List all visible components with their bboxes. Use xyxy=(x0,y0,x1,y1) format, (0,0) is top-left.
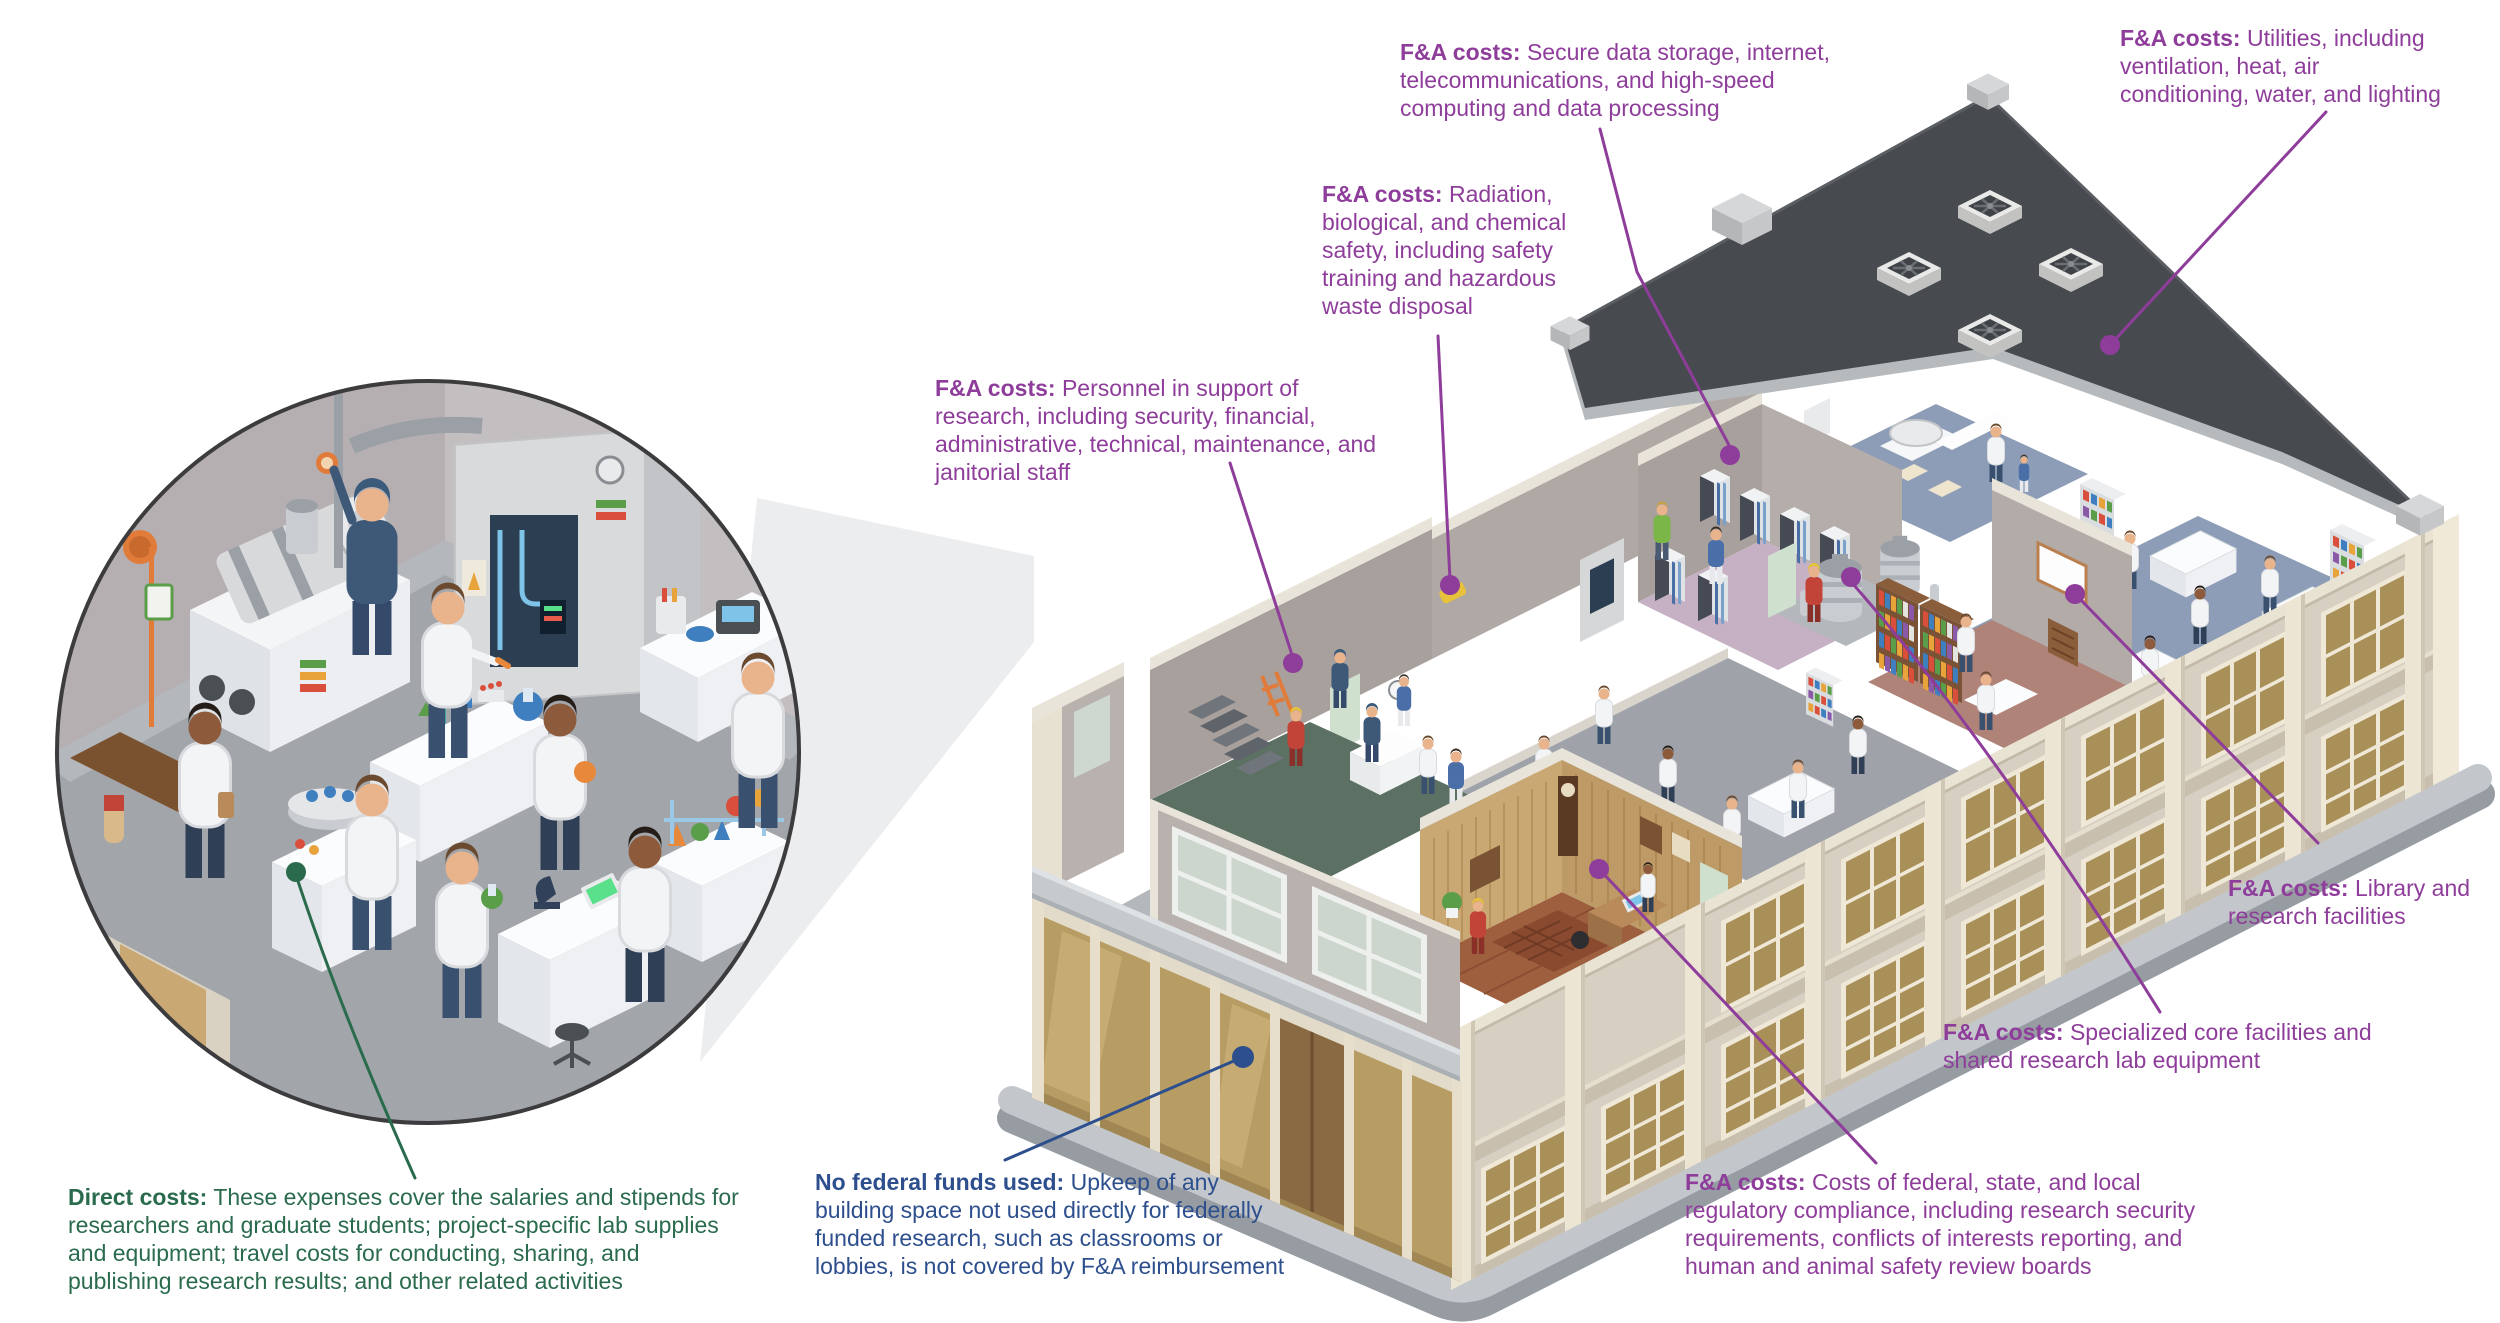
annotation-utilities: F&A costs: Utilities, including ventilat… xyxy=(2120,24,2450,108)
roof xyxy=(1550,73,2444,536)
annotation-text: Personnel in support of research, includ… xyxy=(935,375,1377,485)
line-compliance xyxy=(1597,867,1878,1165)
annotation-direct-costs: Direct costs: These expenses cover the s… xyxy=(68,1183,748,1295)
annotation-label: F&A costs: xyxy=(1685,1169,1806,1195)
annotation-label: F&A costs: xyxy=(1322,181,1443,207)
annotation-text: These expenses cover the salaries and st… xyxy=(68,1184,739,1294)
magnifier-beam xyxy=(700,498,1034,1062)
annotation-label: F&A costs: xyxy=(1400,39,1521,65)
line-no-federal xyxy=(1003,1055,1245,1162)
dot-utilities xyxy=(2100,335,2120,355)
magnifier-ring xyxy=(55,379,801,1125)
annotation-text: Library and research facilities xyxy=(2228,875,2471,929)
dot-compliance xyxy=(1589,859,1609,879)
dot-data xyxy=(1720,445,1740,465)
annotation-compliance: F&A costs: Costs of federal, state, and … xyxy=(1685,1168,2245,1280)
dot-personnel xyxy=(1283,653,1303,673)
annotation-library: F&A costs: Library and research faciliti… xyxy=(2228,874,2473,930)
annotation-label: F&A costs: xyxy=(2228,875,2349,901)
facade-southeast xyxy=(1451,514,2459,1291)
dot-direct xyxy=(286,862,306,882)
floor-slab-edge xyxy=(1032,866,1460,1082)
annotation-label: F&A costs: xyxy=(935,375,1056,401)
line-data xyxy=(1598,127,1732,449)
annotation-text: Upkeep of any building space not used di… xyxy=(815,1169,1285,1279)
annotation-label: No federal funds used: xyxy=(815,1169,1065,1195)
line-direct xyxy=(294,873,417,1180)
magnified-lab-scene xyxy=(55,379,801,1125)
line-library xyxy=(2073,592,2320,845)
entry-hall xyxy=(1150,649,1480,884)
annotation-no-federal-funds: No federal funds used: Upkeep of any bui… xyxy=(815,1168,1285,1280)
annotation-text: Secure data storage, internet, telecommu… xyxy=(1400,39,1830,121)
facade-ground-left xyxy=(1032,898,1462,1283)
annotation-text: Specialized core facilities and shared r… xyxy=(1943,1019,2372,1073)
annotation-personnel: F&A costs: Personnel in support of resea… xyxy=(935,374,1400,486)
dot-no-federal xyxy=(1232,1046,1254,1068)
annotation-label: F&A costs: xyxy=(1943,1019,2064,1045)
annotation-text: Costs of federal, state, and local regul… xyxy=(1685,1169,2196,1279)
line-safety xyxy=(1436,334,1452,582)
annotation-data-costs: F&A costs: Secure data storage, internet… xyxy=(1400,38,1840,122)
annotation-core-facilities: F&A costs: Specialized core facilities a… xyxy=(1943,1018,2423,1074)
roof-deck xyxy=(1562,96,2428,518)
dot-safety xyxy=(1440,575,1460,595)
annotation-text: Utilities, including ventilation, heat, … xyxy=(2120,25,2441,107)
annotation-label: Direct costs: xyxy=(68,1184,208,1210)
line-utilities xyxy=(2108,110,2328,347)
research-building xyxy=(997,73,2495,1322)
line-core xyxy=(1851,582,2162,1014)
annotation-text: Radiation, biological, and chemical safe… xyxy=(1322,181,1567,319)
upper-left-wall xyxy=(1150,798,1460,1050)
line-personnel xyxy=(1228,461,1295,660)
dot-library xyxy=(2065,584,2085,604)
callout-lines xyxy=(286,110,2328,1180)
annotation-label: F&A costs: xyxy=(2120,25,2241,51)
dot-core xyxy=(1841,567,1861,587)
annotation-safety: F&A costs: Radiation, biological, and ch… xyxy=(1322,180,1617,320)
